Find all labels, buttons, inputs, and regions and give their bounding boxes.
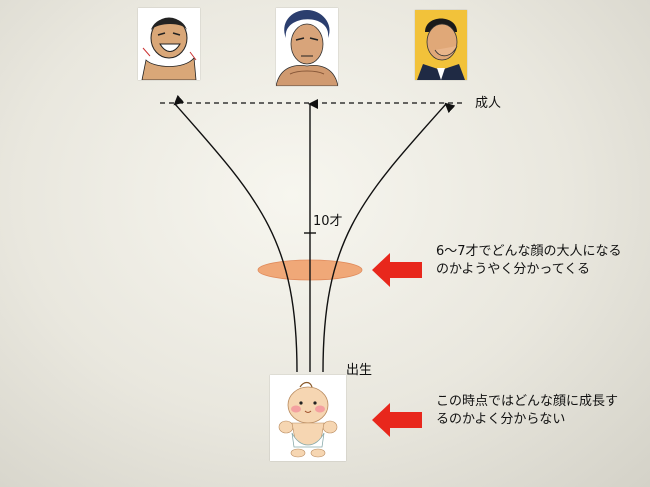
age-10-label: 10才 (313, 214, 343, 229)
adult-label: 成人 (475, 96, 502, 111)
adult-face-left (138, 8, 200, 81)
lower-red-arrow-icon (372, 403, 422, 437)
left-growth-arrow (173, 94, 298, 373)
upper-red-arrow-icon (372, 253, 422, 287)
baby-illustration (270, 375, 346, 461)
upper-note: 6～7才でどんな顔の大人になるのかようやく分かってくる (436, 244, 622, 277)
adult-face-center (275, 8, 339, 87)
adult-face-right (415, 10, 467, 80)
lower-note: この時点ではどんな顔に成長するのかよく分からない (436, 394, 619, 427)
right-growth-arrow (322, 102, 456, 373)
birth-label: 出生 (346, 363, 373, 378)
